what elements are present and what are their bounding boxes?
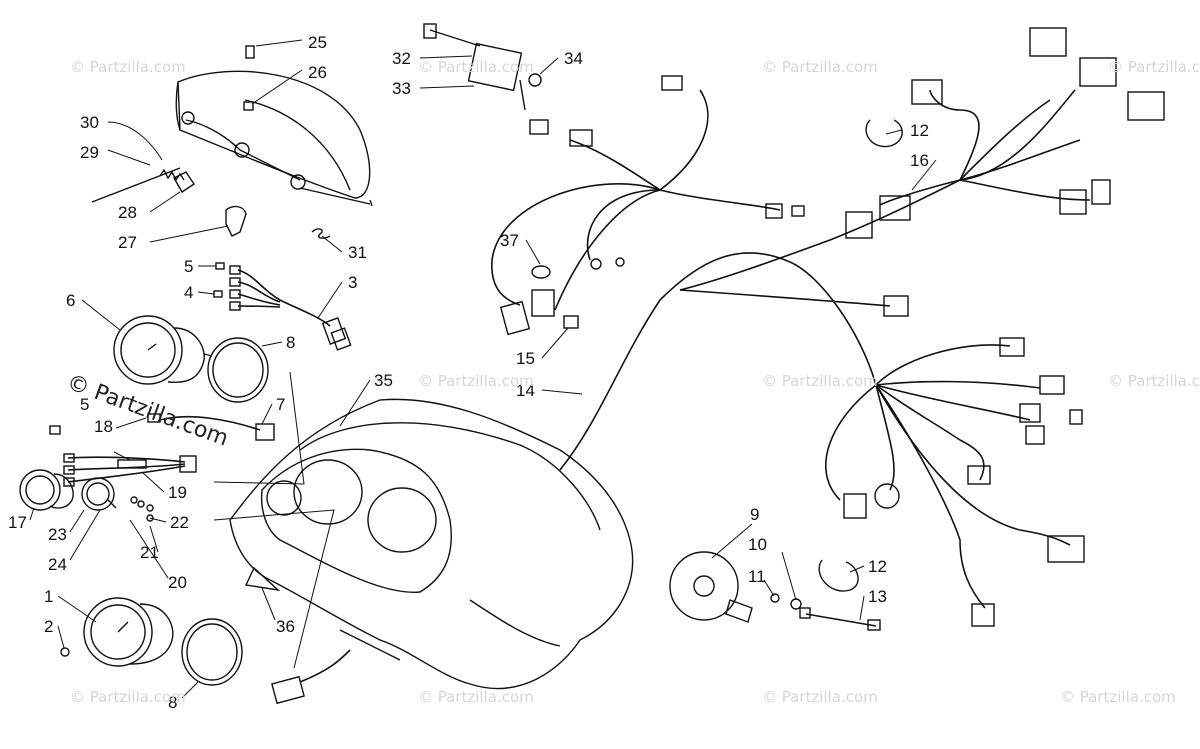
harness-connectors[interactable] [529, 27, 1165, 627]
callout-5a: 5 [184, 257, 193, 276]
callout-3: 3 [348, 273, 357, 292]
callout-16: 16 [910, 151, 929, 170]
watermark: © Partzilla.com [418, 688, 534, 706]
callout-8b: 8 [168, 693, 177, 712]
callout-36: 36 [276, 617, 295, 636]
callout-12b: 12 [868, 557, 887, 576]
speedometer-gauge[interactable] [113, 315, 213, 385]
callout-24: 24 [48, 555, 67, 574]
callout-22: 22 [170, 513, 189, 532]
harness-grommet-lower[interactable] [818, 559, 859, 592]
callout-8a: 8 [286, 333, 295, 352]
callout-9: 9 [750, 505, 759, 524]
indicator-harness[interactable] [49, 413, 275, 487]
callout-leaders [29, 39, 937, 699]
headlight-bulb[interactable] [173, 171, 195, 193]
callout-11: 11 [748, 567, 766, 586]
callout-6: 6 [66, 291, 75, 310]
callout-18: 18 [94, 417, 113, 436]
harness-grommet-upper[interactable] [865, 119, 903, 148]
callout-30: 30 [80, 113, 99, 132]
watermark: © Partzilla.com [1060, 688, 1176, 706]
callout-31: 31 [348, 243, 367, 262]
watermark: © Partzilla.com [418, 58, 534, 76]
callout-32: 32 [392, 49, 411, 68]
dash-panel[interactable] [229, 398, 634, 690]
callout-29: 29 [80, 143, 99, 162]
callout-4: 4 [184, 283, 193, 302]
callout-15: 15 [516, 349, 535, 368]
dash-connector[interactable] [271, 649, 351, 705]
callout-28: 28 [118, 203, 137, 222]
callout-33: 33 [392, 79, 411, 98]
callout-19: 19 [168, 483, 187, 502]
callout-20: 20 [168, 573, 187, 592]
headlight-adjust-screw[interactable] [91, 167, 185, 203]
headlight-clip[interactable] [311, 228, 331, 239]
ignition-key-wire[interactable] [799, 607, 881, 631]
watermark: © Partzilla.com [70, 58, 186, 76]
callout-34: 34 [564, 49, 583, 68]
watermark: © Partzilla.com [762, 688, 878, 706]
fuel-gauge[interactable] [60, 597, 174, 667]
callout-17: 17 [8, 513, 27, 532]
callout-14: 14 [516, 381, 535, 400]
gauge-bezel-upper[interactable] [207, 337, 269, 403]
watermark: © Partzilla.com [1108, 58, 1200, 76]
watermark: © Partzilla.com [1108, 372, 1200, 390]
tachometer-gauge[interactable] [19, 469, 74, 511]
headlight-socket[interactable] [225, 205, 247, 237]
callout-labels: 25 26 30 29 28 27 31 5 4 3 6 8 5 7 18 19… [8, 33, 929, 712]
callout-13: 13 [868, 587, 887, 606]
callout-7: 7 [276, 395, 285, 414]
watermark: © Partzilla.com [418, 372, 534, 390]
callout-35: 35 [374, 371, 393, 390]
watermark: © Partzilla.com [762, 58, 878, 76]
callout-5b: 5 [80, 395, 89, 414]
callout-1: 1 [44, 587, 53, 606]
callout-37: 37 [500, 231, 519, 250]
gauge-bezel-small[interactable] [81, 477, 117, 511]
callout-27: 27 [118, 233, 137, 252]
callout-10: 10 [748, 535, 767, 554]
callout-21: 21 [140, 543, 159, 562]
callout-25: 25 [308, 33, 327, 52]
voltage-regulator[interactable] [423, 23, 542, 111]
main-wiring-harness[interactable] [491, 89, 1091, 609]
light-pigtail-harness[interactable] [213, 262, 352, 351]
headlight-assembly[interactable] [175, 45, 373, 207]
gauge-washers[interactable] [130, 496, 154, 522]
callout-23: 23 [48, 525, 67, 544]
watermark: © Partzilla.com [762, 372, 878, 390]
ignition-nut-washer[interactable] [770, 593, 802, 610]
gauge-bezel-lower[interactable] [181, 618, 243, 686]
callout-26: 26 [308, 63, 327, 82]
fuse-holder[interactable] [499, 265, 579, 336]
ignition-switch-housing[interactable] [669, 551, 753, 623]
callout-2: 2 [44, 617, 53, 636]
watermark: © Partzilla.com [70, 688, 186, 706]
callout-12a: 12 [910, 121, 929, 140]
